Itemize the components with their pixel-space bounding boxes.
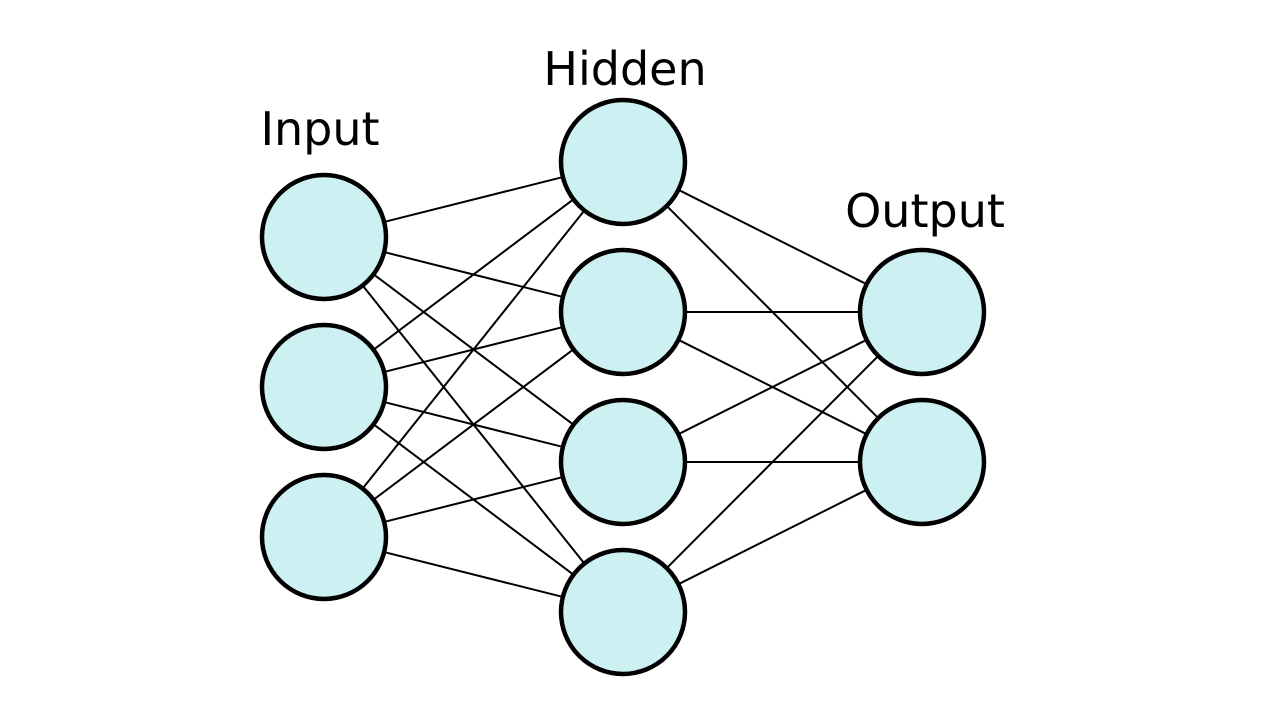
hidden-label: Hidden	[543, 42, 706, 96]
input-node-1[interactable]	[259, 172, 389, 302]
hidden-node-2[interactable]	[558, 247, 688, 377]
connection-edge	[383, 176, 564, 223]
connection-edge	[677, 488, 868, 586]
input-node-2[interactable]	[259, 322, 389, 452]
connection-edge	[677, 188, 868, 286]
layer-output	[857, 247, 987, 527]
input-node-3[interactable]	[259, 472, 389, 602]
layer-input	[259, 172, 389, 602]
connection-edge	[666, 355, 879, 569]
connection-edge	[383, 476, 564, 523]
connection-edge	[677, 338, 868, 436]
output-label: Output	[845, 184, 1005, 238]
hidden-node-1[interactable]	[558, 97, 688, 227]
output-node-2[interactable]	[857, 397, 987, 527]
input-label: Input	[260, 102, 379, 156]
connection-edge	[361, 209, 586, 490]
layer-hidden	[558, 97, 688, 677]
connection-edge	[383, 551, 564, 598]
connection-edge	[372, 198, 575, 351]
connection-edge	[372, 348, 575, 501]
nodes-group	[259, 97, 987, 677]
hidden-node-3[interactable]	[558, 397, 688, 527]
output-node-1[interactable]	[857, 247, 987, 377]
connections-group	[361, 176, 879, 598]
hidden-node-4[interactable]	[558, 547, 688, 677]
